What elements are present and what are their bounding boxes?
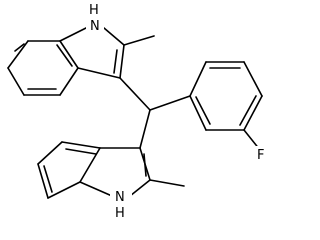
bond (123, 35, 155, 46)
bond (59, 67, 79, 96)
bond (189, 95, 207, 131)
bond (77, 67, 121, 79)
bottom-indole (37, 109, 185, 199)
bond (7, 67, 25, 96)
bond (143, 153, 147, 177)
fluorine-label: F (257, 148, 264, 163)
bond (59, 27, 87, 42)
bond (149, 179, 185, 187)
bond (189, 61, 207, 97)
h-bottom-label: H (115, 206, 125, 221)
bond (79, 181, 113, 197)
bond (243, 95, 263, 131)
bond (47, 181, 81, 199)
structure-canvas: H N F N H (7, 2, 269, 221)
molecule-diagram: H N F N H (7, 2, 269, 221)
bond (65, 148, 97, 155)
fluorophenyl-ring (149, 61, 263, 151)
bond (239, 95, 257, 126)
bond (113, 49, 118, 74)
bond (43, 165, 53, 193)
bond (37, 163, 49, 199)
bond (243, 61, 263, 97)
bond (103, 27, 125, 46)
bond (119, 44, 125, 79)
bond (37, 141, 63, 165)
bond (61, 141, 101, 149)
top-indole (7, 27, 155, 111)
atom-labels: H N F N H (84, 2, 269, 221)
bond (119, 77, 151, 111)
bond (129, 179, 151, 197)
bond (195, 96, 211, 125)
bond (139, 109, 151, 149)
nh-top-label: H (89, 3, 99, 18)
bond (14, 43, 25, 52)
n-bottom-label: N (115, 190, 125, 205)
bond (59, 40, 79, 69)
bond (149, 95, 191, 111)
bond (56, 44, 73, 67)
bond (7, 40, 29, 69)
n-top-label: N (90, 19, 100, 34)
